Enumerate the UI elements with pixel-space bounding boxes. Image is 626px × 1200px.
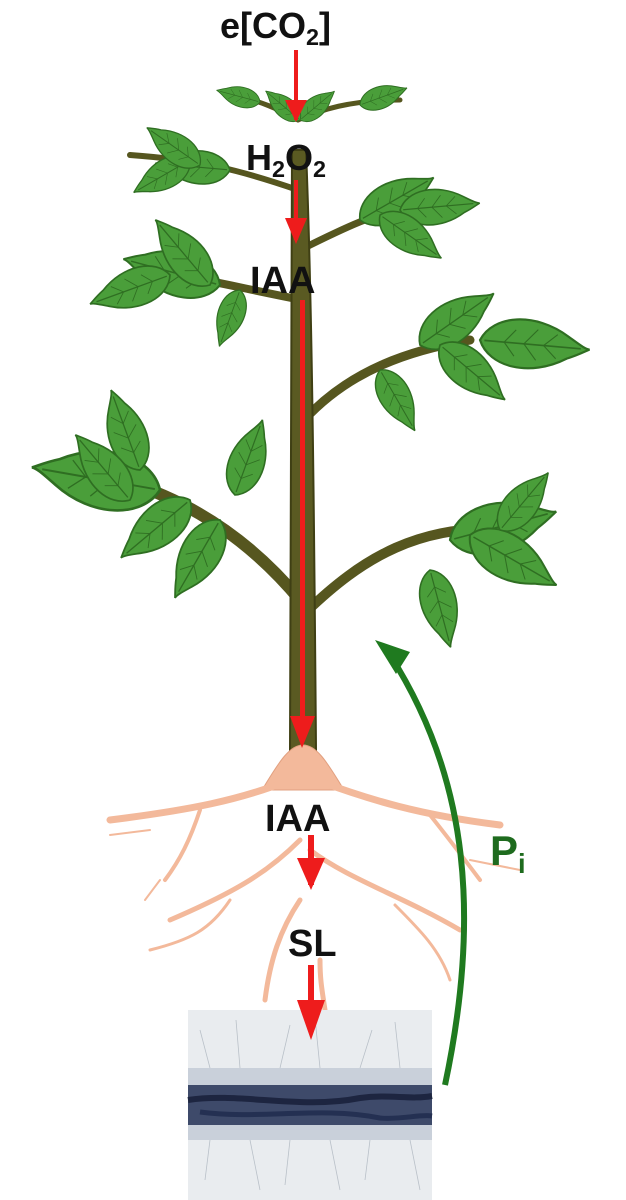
plant-roots <box>106 744 521 1013</box>
label-eco2: e[CO2] <box>220 5 332 51</box>
label-iaa-root: IAA <box>265 798 331 840</box>
signal-arrows <box>285 50 325 1040</box>
label-h2o2: H2O2 <box>246 137 327 183</box>
label-iaa-shoot: IAA <box>250 260 316 302</box>
phosphate-arrow <box>375 640 468 1086</box>
label-pi: Pi <box>490 827 526 880</box>
label-sl: SL <box>288 923 337 965</box>
root-micrograph <box>187 1010 433 1200</box>
